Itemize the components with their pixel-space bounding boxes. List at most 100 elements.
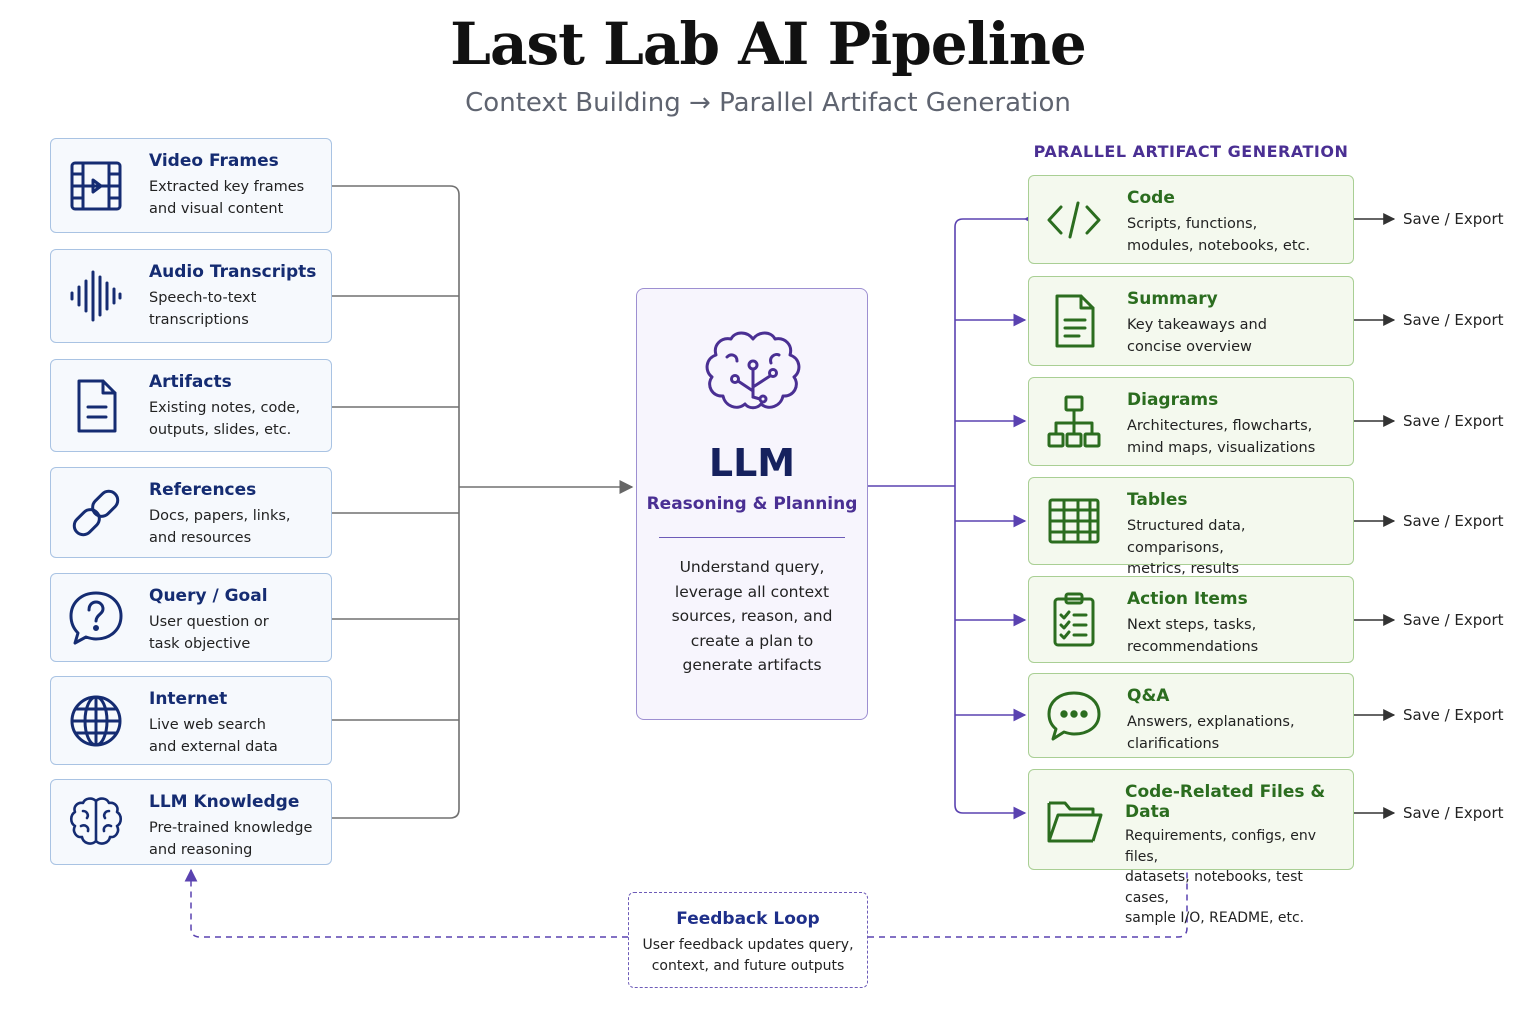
output-desc-line: sample I/O, README, etc. (1125, 910, 1305, 926)
output-name: Diagrams (1127, 390, 1219, 410)
source-desc-line: and reasoning (149, 841, 253, 858)
output-desc-line: mind maps, visualizations (1127, 439, 1316, 456)
source-desc-line: and resources (149, 529, 252, 546)
output-desc-line: Key takeaways and (1127, 317, 1267, 333)
output-card-code-files: Code-Related Files & Data Requirements, … (1028, 769, 1354, 926)
output-name: Action Items (1127, 589, 1248, 609)
feedback-title: Feedback Loop (676, 909, 820, 929)
output-card-tables: Tables Structured data, comparisons, metr… (1028, 477, 1354, 577)
save-export-label: Save / Export (1403, 512, 1504, 530)
save-export-label: Save / Export (1403, 804, 1504, 822)
output-card-diagrams: Diagrams Architectures, flowcharts, mind … (1028, 377, 1354, 466)
source-card-internet: Internet Live web search and external dat… (50, 676, 332, 765)
link-icon (67, 484, 125, 542)
output-desc-line: Architectures, flowcharts, (1127, 418, 1313, 434)
output-desc-line: clarifications (1127, 735, 1220, 752)
source-desc-line: outputs, slides, etc. (149, 421, 292, 438)
source-desc-line: and visual content (149, 200, 284, 217)
source-card-audio-transcripts: Audio Transcripts Speech-to-text transcri… (50, 249, 332, 343)
output-name: Summary (1127, 289, 1218, 309)
llm-subtitle: Reasoning & Planning (646, 494, 858, 514)
source-name: Video Frames (149, 151, 279, 171)
save-export-label: Save / Export (1403, 412, 1504, 430)
source-desc-line: and external data (149, 738, 278, 755)
output-card-summary: Summary Key takeaways and concise overvie… (1028, 276, 1354, 366)
input-bus (332, 185, 634, 819)
llm-desc-line: sources, reason, and (671, 607, 833, 625)
source-name: References (149, 480, 257, 500)
output-name: Q&A (1127, 686, 1170, 706)
table-icon (1045, 492, 1103, 550)
output-card-action-items: Action Items Next steps, tasks, recommend… (1028, 576, 1354, 663)
folder-icon (1045, 791, 1103, 849)
output-desc-line: Requirements, configs, env files, (1125, 828, 1317, 865)
source-desc-line: Pre-trained knowledge (149, 820, 313, 836)
source-desc-line: Extracted key frames (149, 179, 305, 195)
output-desc-line: datasets, notebooks, test cases, (1125, 869, 1303, 906)
output-name: Code-Related Files & Data (1125, 782, 1326, 822)
llm-desc-line: Understand query, (679, 558, 825, 576)
source-name: Audio Transcripts (149, 262, 317, 282)
source-desc-line: Existing notes, code, (149, 400, 301, 416)
export-arrows (1354, 213, 1396, 819)
feedback-loop-lines (184, 868, 1188, 938)
output-desc-line: metrics, results (1127, 561, 1240, 577)
source-name: Query / Goal (149, 586, 268, 606)
source-card-artifacts: Artifacts Existing notes, code, outputs, … (50, 359, 332, 452)
question-icon (67, 589, 125, 647)
output-desc-line: Answers, explanations, (1127, 714, 1295, 730)
waveform-icon (67, 267, 125, 325)
source-name: Internet (149, 689, 228, 709)
chat-bubble-icon (1045, 687, 1103, 745)
output-bus (868, 212, 1037, 820)
output-desc-line: Scripts, functions, (1127, 216, 1258, 232)
source-desc-line: task objective (149, 635, 251, 652)
llm-desc-line: generate artifacts (682, 656, 822, 674)
source-card-video-frames: Video Frames Extracted key frames and vis… (50, 138, 332, 233)
page-title: Last Lab AI Pipeline (450, 10, 1087, 78)
source-desc-line: Docs, papers, links, (149, 508, 291, 524)
feedback-desc-line: User feedback updates query, (642, 937, 854, 953)
source-name: LLM Knowledge (149, 792, 300, 812)
page-subtitle: Context Building → Parallel Artifact Gen… (465, 88, 1071, 118)
output-card-code: Code Scripts, functions, modules, noteboo… (1028, 175, 1354, 264)
source-card-llm-knowledge: LLM Knowledge Pre-trained knowledge and r… (50, 779, 332, 865)
llm-description: Understand query, leverage all context s… (651, 555, 853, 678)
document-icon (67, 377, 125, 435)
output-desc-line: Structured data, comparisons, (1127, 518, 1246, 556)
source-desc-line: transcriptions (149, 311, 249, 328)
output-name: Code (1127, 188, 1175, 208)
code-icon (1045, 191, 1103, 249)
feedback-loop-box: Feedback Loop User feedback updates quer… (628, 892, 868, 988)
output-card-qa: Q&A Answers, explanations, clarifications (1028, 673, 1354, 758)
brain-icon (67, 793, 125, 851)
summary-document-icon (1045, 292, 1103, 350)
outputs-heading: PARALLEL ARTIFACT GENERATION (1033, 142, 1349, 161)
globe-icon (67, 692, 125, 750)
source-card-query-goal: Query / Goal User question or task object… (50, 573, 332, 662)
output-desc-line: concise overview (1127, 338, 1252, 355)
llm-desc-line: create a plan to (690, 631, 814, 650)
ai-brain-icon (705, 331, 801, 410)
save-export-label: Save / Export (1403, 311, 1504, 329)
source-desc-line: Speech-to-text (149, 290, 257, 306)
output-name: Tables (1127, 490, 1188, 510)
source-desc-line: Live web search (149, 717, 266, 733)
output-desc-line: Next steps, tasks, (1127, 617, 1257, 633)
llm-title: LLM (708, 441, 796, 485)
save-export-label: Save / Export (1403, 706, 1504, 724)
output-desc-line: modules, notebooks, etc. (1127, 237, 1311, 254)
output-desc-line: recommendations (1127, 638, 1259, 655)
source-desc-line: User question or (149, 614, 269, 630)
film-icon (67, 157, 125, 215)
save-export-label: Save / Export (1403, 210, 1504, 228)
llm-divider (659, 537, 845, 538)
source-name: Artifacts (149, 372, 232, 392)
llm-card: LLM Reasoning & Planning Understand quer… (636, 288, 868, 720)
save-export-label: Save / Export (1403, 611, 1504, 629)
source-card-references: References Docs, papers, links, and resou… (50, 467, 332, 558)
hierarchy-icon (1045, 393, 1103, 451)
feedback-desc-line: context, and future outputs (651, 958, 845, 974)
llm-desc-line: leverage all context (674, 582, 830, 601)
